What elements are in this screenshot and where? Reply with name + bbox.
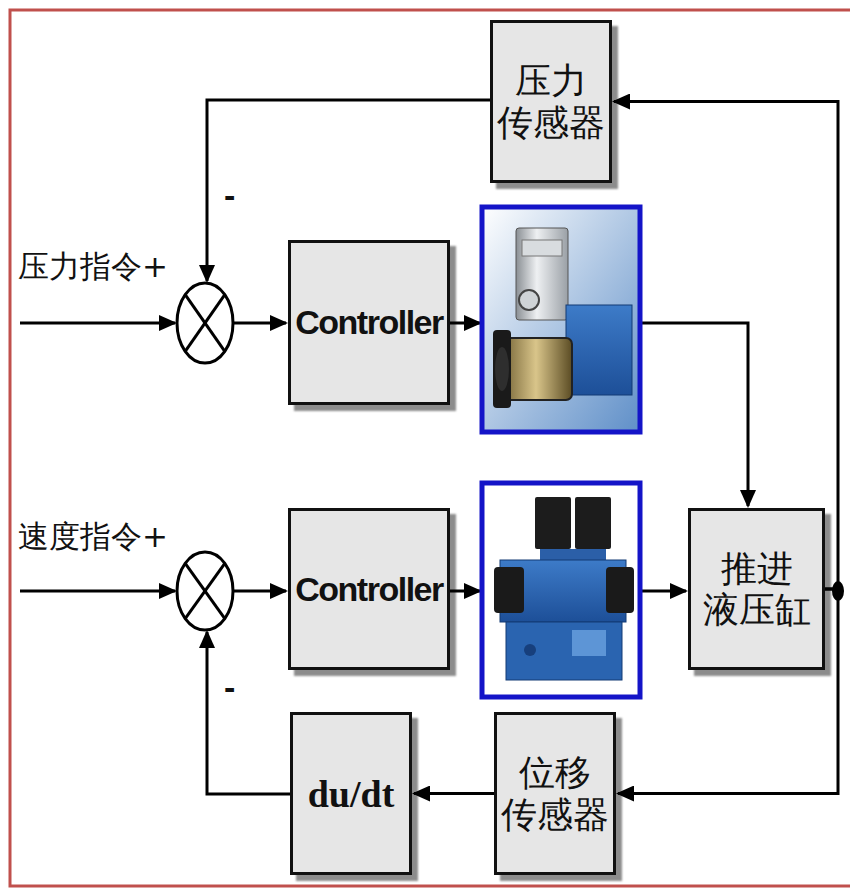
input-label: 速度指令+ xyxy=(18,516,168,558)
pressure-valve-picture xyxy=(482,207,640,432)
cylinder-box: 推进液压缸 xyxy=(688,508,825,670)
feedback-connector xyxy=(414,792,494,795)
summing-junction xyxy=(177,552,233,630)
box-text: 压力传感器 xyxy=(497,60,605,143)
summing-junction xyxy=(177,283,233,363)
frame-border xyxy=(10,10,850,886)
box-text: Controller xyxy=(295,570,442,609)
box-text: du/dt xyxy=(308,772,395,816)
box-text: 推进液压缸 xyxy=(703,548,811,631)
input-label: 压力指令+ xyxy=(18,246,168,288)
controller-box: Controller xyxy=(288,508,450,670)
sign-label: - xyxy=(224,668,235,707)
sensor-box: 位移传感器 xyxy=(494,712,616,875)
derivative-box: du/dt xyxy=(290,712,412,875)
controller-box: Controller xyxy=(288,240,450,405)
box-text: Controller xyxy=(295,303,442,342)
sensor-box: 压力传感器 xyxy=(490,20,612,183)
box-text: 位移传感器 xyxy=(501,752,609,835)
directional-valve-picture xyxy=(482,483,640,697)
sign-label: - xyxy=(224,176,235,215)
signal-wire xyxy=(20,100,748,794)
